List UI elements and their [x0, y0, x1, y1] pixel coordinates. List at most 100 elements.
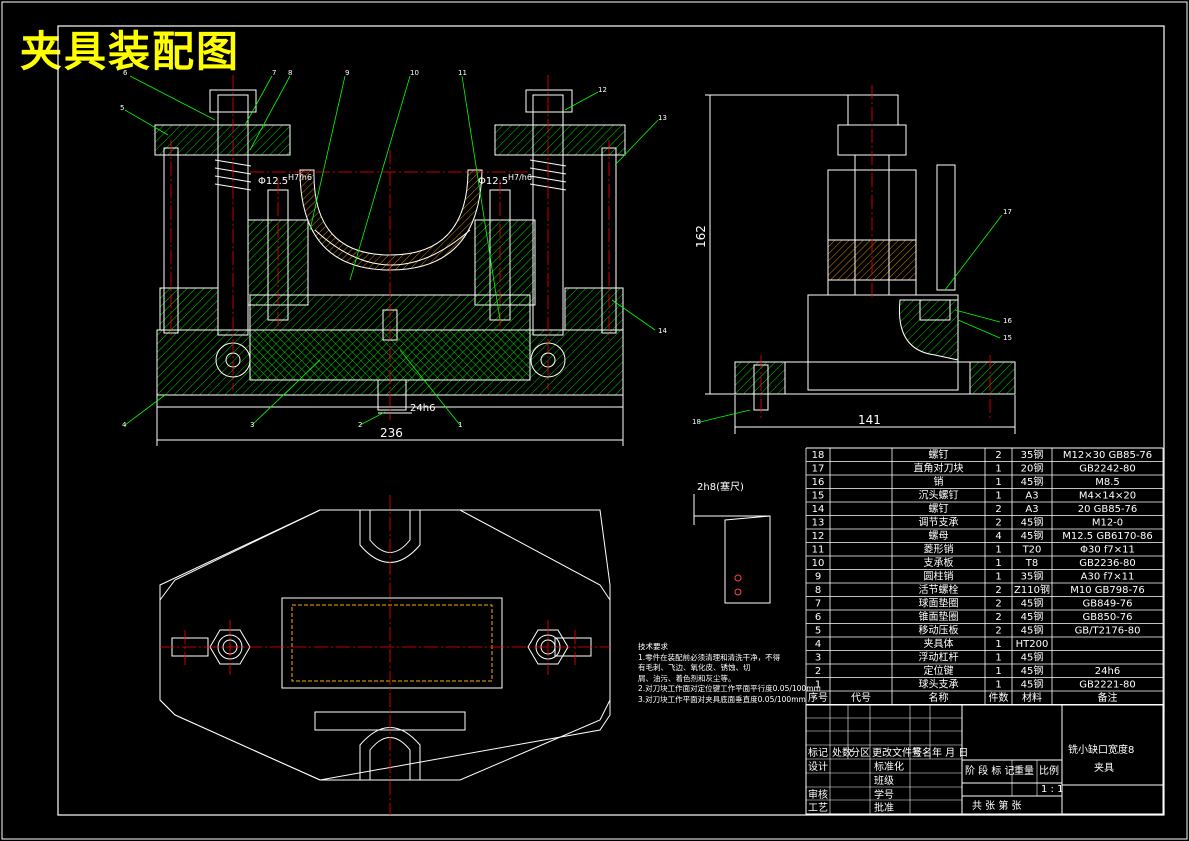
tech-note-line: 1.零件在装配前必须清理和清洗干净，不得: [638, 652, 781, 662]
part-label-9: 9: [345, 69, 349, 77]
bom-no: 5: [815, 626, 821, 637]
bom-material: 45钢: [1021, 529, 1044, 542]
bom-name: 螺钉: [929, 449, 949, 461]
bom-no: 6: [815, 612, 821, 623]
drawing-title: 夹具装配图: [20, 27, 241, 76]
bom-no: 10: [812, 558, 825, 569]
tech-note-line: 3.对刀块工作平面对夹具底面垂直度0.05/100mm: [638, 694, 806, 704]
tb-standard: 标准化: [874, 760, 904, 773]
bom-name: 直角对刀块: [914, 462, 964, 475]
bom-note: GB2242-80: [1079, 464, 1135, 475]
bom-qty: 2: [995, 612, 1001, 623]
bom-note: M8.5: [1095, 477, 1120, 488]
bom-material: HT200: [1016, 639, 1049, 650]
bom-name: 球头支承: [919, 678, 959, 691]
tech-notes-heading: 技术要求: [638, 642, 668, 651]
tb-scale-label: 比例: [1039, 764, 1059, 777]
bom-qty: 2: [995, 585, 1001, 596]
front-view: 236 24h6 Φ12.5 H7/h6 Φ12.5 H7/h6 6 5 7: [120, 69, 667, 446]
bom-no: 15: [812, 491, 825, 502]
part-label-2: 2: [358, 421, 362, 429]
bom-note: M12×30 GB85-76: [1063, 450, 1152, 461]
part-label-17: 17: [1003, 208, 1012, 216]
bom-header-no: 序号: [808, 691, 828, 704]
bom-material: 45钢: [1021, 610, 1044, 623]
dim-fit-right-tol: H7/h6: [508, 173, 532, 182]
dim-fit-left-tol: H7/h6: [288, 173, 312, 182]
tb-zone: 分区: [850, 747, 870, 759]
gauge-label: 2h8(塞尺): [697, 480, 744, 493]
bom-header-code: 代号: [851, 692, 871, 704]
bom-header-name: 名称: [929, 691, 949, 704]
bom-note: M12-0: [1092, 518, 1123, 529]
tb-weight: 重量: [1014, 764, 1034, 777]
bom-no: 3: [815, 653, 821, 664]
bom-name: 销: [934, 475, 944, 488]
bom-note: GB2236-80: [1079, 558, 1135, 569]
bom-name: 浮动杠杆: [919, 651, 959, 664]
bom-note: GB2221-80: [1079, 680, 1135, 691]
part-label-5: 5: [120, 104, 124, 112]
bom-material: 45钢: [1021, 624, 1044, 637]
part-label-15: 15: [1003, 334, 1012, 342]
tb-process: 工艺: [808, 802, 828, 814]
bom-note: Φ30 f7×11: [1080, 545, 1135, 556]
bom-material: 45钢: [1021, 664, 1044, 677]
part-label-11: 11: [458, 69, 467, 77]
bom-name: 菱形销: [924, 543, 954, 556]
title-block: 标记 处数 分区 更改文件号 签名 年 月 日 设计 标准化 班级 审核 学号 …: [805, 704, 1164, 815]
part-label-6: 6: [123, 69, 128, 77]
bom-no: 17: [812, 464, 825, 475]
bom-no: 2: [815, 666, 821, 677]
tb-sign: 签名: [912, 746, 932, 759]
bom-no: 14: [812, 504, 825, 515]
bom-note: M12.5 GB6170-86: [1062, 531, 1152, 542]
bom-qty: 1: [995, 639, 1001, 650]
bom-qty: 1: [995, 491, 1001, 502]
dim-side-height: 162: [694, 225, 708, 248]
bom-qty: 1: [995, 666, 1001, 677]
part-label-16: 16: [1003, 317, 1012, 325]
tb-date: 年 月 日: [932, 746, 968, 759]
part-label-7: 7: [272, 69, 276, 77]
bom-material: 45钢: [1021, 516, 1044, 529]
bom-qty: 1: [995, 477, 1001, 488]
bom-name: 活节螺栓: [919, 583, 959, 596]
tech-note-line: 屑、油污、着色剂和灰尘等。: [638, 673, 736, 683]
bom-qty: 2: [995, 518, 1001, 529]
bom-material: A3: [1025, 491, 1038, 502]
bom-note: M10 GB798-76: [1070, 585, 1145, 596]
bom-note: A30 f7×11: [1081, 572, 1135, 583]
part-label-1: 1: [458, 421, 462, 429]
part-label-4: 4: [122, 421, 127, 429]
bom-note: 20 GB85-76: [1078, 504, 1138, 515]
bom-material: T20: [1022, 545, 1042, 556]
dim-side-width: 141: [858, 413, 881, 427]
bom-material: 45钢: [1021, 597, 1044, 610]
bom-qty: 2: [995, 504, 1001, 515]
part-label-13: 13: [658, 114, 667, 122]
bom-name: 调节支承: [919, 517, 959, 529]
bom-qty: 2: [995, 626, 1001, 637]
bom-name: 移动压板: [919, 624, 959, 637]
bom-material: 45钢: [1021, 678, 1044, 691]
dim-front-width: 236: [380, 426, 403, 440]
tb-student: 学号: [874, 788, 894, 801]
bom-qty: 1: [995, 558, 1001, 569]
bom-note: 24h6: [1095, 666, 1120, 677]
bom-material: T8: [1025, 558, 1038, 569]
bom-header-qty: 件数: [989, 691, 1009, 704]
tb-marks: 标记: [808, 747, 828, 759]
tech-note-line: 有毛刺、飞边、氧化皮、锈蚀、切: [638, 663, 751, 672]
bom-name: 螺母: [929, 530, 949, 542]
bom-no: 18: [812, 450, 825, 461]
bom-material: 45钢: [1021, 475, 1044, 488]
bom-material: 20钢: [1021, 462, 1044, 475]
bom-qty: 1: [995, 545, 1001, 556]
bom-qty: 2: [995, 599, 1001, 610]
bom-material: A3: [1025, 504, 1038, 515]
top-view: [159, 495, 611, 815]
gauge-detail: 2h8(塞尺): [693, 480, 771, 604]
